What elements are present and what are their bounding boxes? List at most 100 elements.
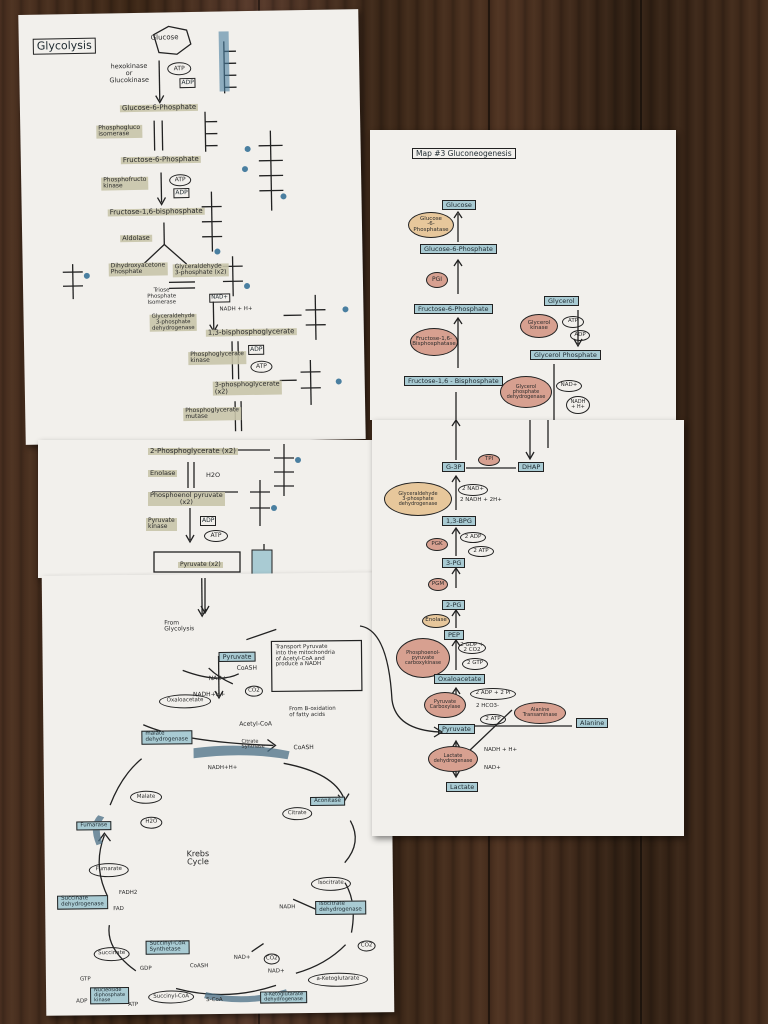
pyruvate-box: Pyruvate [218, 651, 256, 663]
nad-ellipse-g: NAD+ [556, 380, 582, 392]
adp-box-4: ADP [200, 516, 217, 526]
adp-pi-ellipse: 2 ADP + 2 Pi [470, 688, 516, 700]
pgk-label: Phosphoglycerate kinase [188, 350, 247, 365]
bpg-box: 1,3-BPG [442, 516, 476, 527]
h2o-label: H2O [206, 471, 221, 479]
gtp-ellipse: 2 GTP [462, 658, 488, 670]
alanine-box: Alanine [576, 718, 609, 729]
pepck-ellipse: Phosphoenol- pyruvate carboxykinase [396, 638, 450, 678]
nad-label: NAD+ [208, 674, 228, 683]
f6p-box: Fructose-6-Phosphate [414, 304, 493, 315]
2pg-label: 2-Phosphoglycerate (x2) [148, 447, 238, 456]
pgk-ellipse: PGK [426, 538, 448, 551]
nad-label-2: NAD+ [233, 954, 251, 961]
gk-ellipse: Glycerol kinase [520, 314, 558, 338]
pyruvate-box-g: Pyruvate [438, 724, 475, 735]
gapdh-label: Glyceraldehyde 3-phosphate dehydrogenase [149, 313, 197, 333]
aconitase-box: Aconitase [310, 796, 345, 806]
pgm-label: Phosphoglycerate mutase [183, 406, 242, 421]
from-glycolysis-label: From Glycolysis [164, 619, 195, 633]
gapdh-ellipse-g: Glyceraldehyde 3-phosphate dehydrogenase [384, 482, 452, 516]
glycolysis-sheet-top: Glycolysis Glucose hexokinase or Glucoki… [18, 9, 366, 445]
pgm-ellipse: PGM [428, 578, 448, 591]
tpi-ellipse: TPI [478, 454, 500, 466]
krebs-arrows [92, 578, 363, 1003]
adp-ellipse-2: 2 ADP [460, 532, 486, 543]
aldolase-label: Aldolase [120, 233, 152, 243]
tpi-label: Triose Phosphate Isomerase [147, 287, 177, 306]
g3p-box: G-3P [442, 462, 466, 473]
pc-ellipse: Pyruvate Carboxylase [424, 692, 466, 718]
pgi-ellipse: PGI [426, 272, 448, 288]
mdh-box: malate dehydrogenase [141, 730, 193, 745]
krebs-title: Krebs Cycle [186, 849, 210, 867]
f6p-label: Fructose-6-Phosphate [120, 155, 201, 165]
alt-ellipse: Alanine Transaminase [514, 702, 566, 724]
g6pase-ellipse: Glucose -6-Phosphatase [408, 212, 454, 238]
nadh-label-2: NADH [279, 904, 296, 911]
nadh-label-g2: 2 NADH + 2H+ [460, 497, 502, 503]
nad-label-3: NAD+ [267, 968, 285, 975]
ldh-ellipse: Lactate dehydrogenase [428, 746, 478, 772]
glycolysis-arrows-top [62, 25, 349, 432]
atp-ellipse-2: 2 ATP [468, 546, 494, 557]
hco3-label: 2 HCO3- [476, 703, 500, 709]
glycerol-box: Glycerol [544, 296, 579, 307]
gluconeo-title: Map #3 Gluconeogenesis [412, 148, 516, 160]
fbpase-ellipse: Fructose-1,6- Bisphosphatase [410, 328, 458, 356]
glycolysis-arrows-bottom [152, 444, 301, 577]
fadh2-label: FADH2 [119, 889, 138, 897]
fad-label: FAD [113, 905, 124, 913]
f16bp-box: Fructose-1,6 - Bisphosphate [404, 376, 503, 387]
adp-box-2: ADP [173, 188, 190, 198]
coash-label-3: CoASH [189, 963, 209, 970]
enolase-ellipse: Enolase [422, 614, 450, 628]
acetylcoa-label: Acetyl-CoA [239, 720, 273, 728]
nadh-ellipse-g: NADH + H+ [566, 396, 590, 414]
2pg-box: 2-PG [442, 600, 466, 611]
gluconeo-sheet-top: Map #3 Gluconeogenesis Glucose Glucose -… [370, 130, 676, 420]
pyruvate-label: Pyruvate (x2) [178, 561, 223, 569]
glucose-label: Glucose [150, 33, 179, 42]
lactate-box: Lactate [446, 782, 479, 793]
nadh-label-g3: NADH + H+ [484, 747, 518, 753]
coash-label-2: CoASH [293, 743, 314, 752]
nadh-h-label: NADH+H+ [207, 764, 238, 772]
pgi-label: Phosphogluco isomerase [96, 124, 143, 139]
scoa-label: S-CoA [206, 996, 223, 1004]
akgdh-box: a-Ketoglutarate dehydrogenase [260, 991, 308, 1004]
pdh-note: Transport Pyruvate into the mitochondria… [275, 643, 336, 668]
glycerol-phosphate-box: Glycerol Phosphate [530, 350, 601, 361]
g6p-box: Glucose-6-Phosphate [420, 244, 497, 255]
adp-label: ADP [76, 998, 88, 1005]
hexokinase-label: hexokinase or Glucokinase [109, 61, 150, 85]
coash-label: CoASH [236, 664, 258, 672]
sdh-box: Succinate dehydrogenase [57, 895, 108, 910]
oxaloacetate-box: Oxaloacetate [434, 674, 486, 685]
adp-box-3: ADP [248, 344, 265, 355]
glucose-box: Glucose [442, 200, 476, 211]
citrate-synthase-label: Citrate Synthase [241, 738, 265, 751]
gtp-label: GTP [79, 976, 91, 983]
3pg-label: 3-phosphoglycerate (x2) [212, 379, 282, 395]
atp-ellipse-3: 2 ATP [480, 714, 506, 725]
krebs-sheet: From Glycolysis Pyruvate CoASH NAD+ NADH… [41, 572, 395, 1016]
nad-ellipse-2: 2 NAD+ [458, 484, 488, 496]
dhap-label: Dihydroxyacetone Phosphate [108, 261, 168, 277]
g3pdh-ellipse: Glycerol phosphate dehydrogenase [500, 376, 552, 408]
atp-ellipse-4: ATP [204, 530, 228, 542]
pk-label: Pyruvate kinase [146, 517, 177, 531]
dhap-box: DHAP [518, 462, 545, 473]
adp-ellipse-g: ADP [570, 330, 590, 341]
glycolysis-title: Glycolysis [32, 37, 96, 55]
pfk-label: Phosphofructo kinase [101, 176, 149, 191]
pep-box: PEP [444, 630, 464, 641]
nadh-label: NADH + H+ [219, 305, 253, 313]
pep-label: Phosphoenol pyruvate (x2) [148, 491, 225, 506]
gdp-ellipse: 2 GDP + 2 CO2 [458, 642, 486, 654]
idh-box: Isocitrate dehydrogenase [315, 900, 366, 915]
enolase-label: Enolase [148, 469, 178, 477]
gdp-label: GDP [139, 965, 152, 972]
atp-ellipse-g: ATP [562, 316, 584, 328]
fumarase-box: Fumarase [76, 821, 112, 831]
